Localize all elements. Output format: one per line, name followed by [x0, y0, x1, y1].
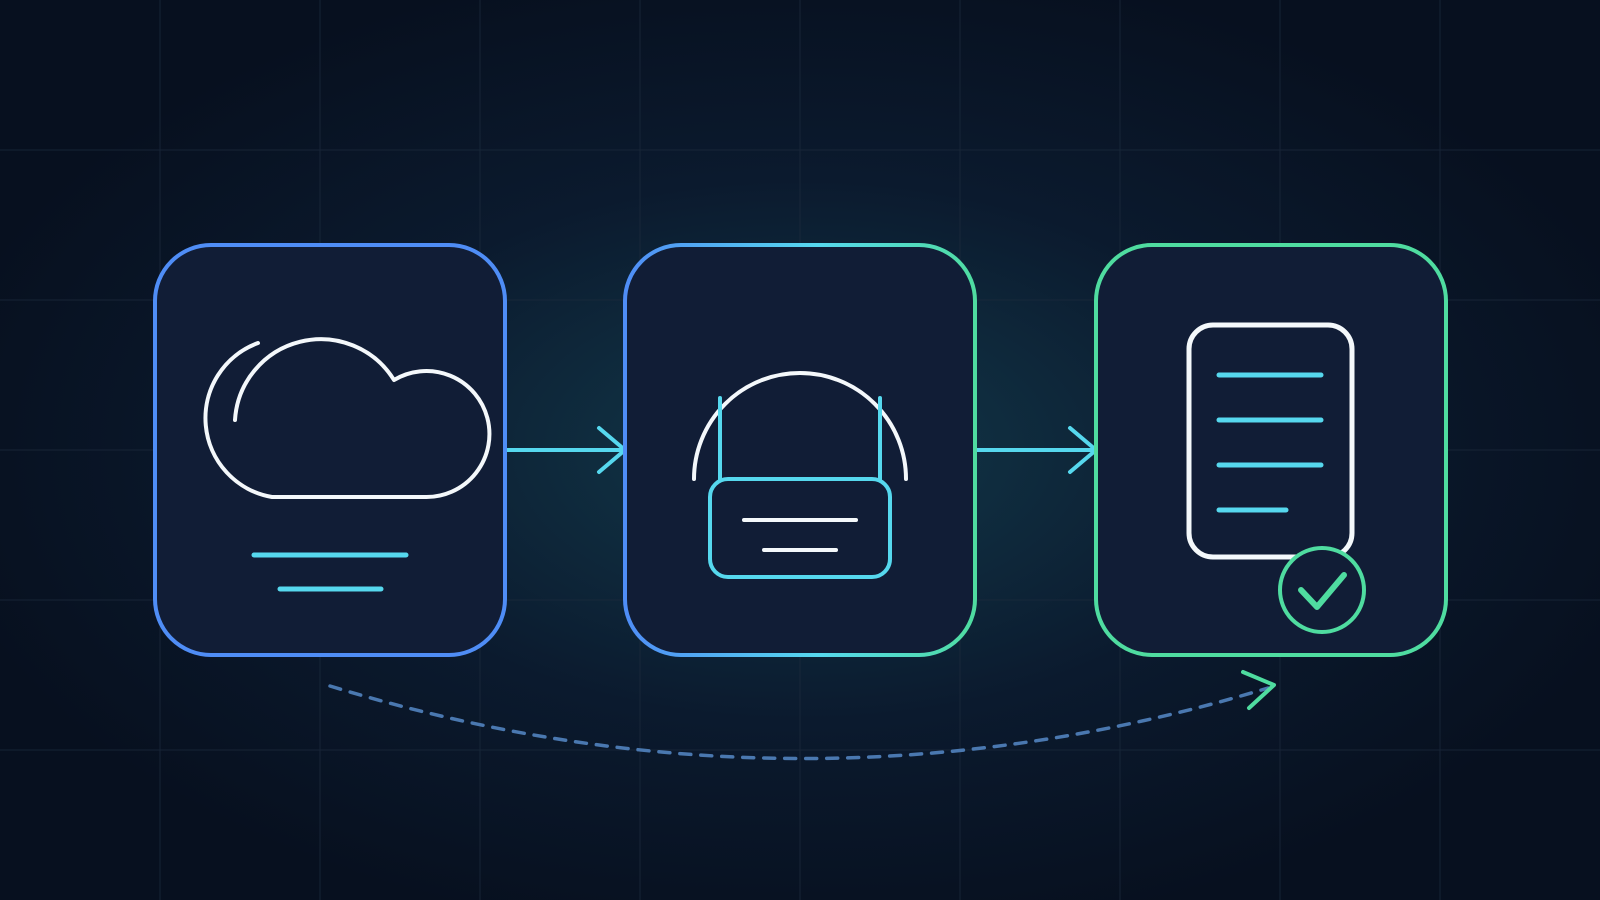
- step-card-document: [1094, 243, 1448, 657]
- step-card-secure: [623, 243, 977, 657]
- connector-cloud-to-document-dashed: [328, 670, 1276, 761]
- document-check-icon: [1186, 322, 1366, 634]
- padlock-icon: [692, 371, 908, 579]
- step-card-cloud: [153, 243, 507, 657]
- checkmark-badge-icon: [1278, 546, 1366, 634]
- cloud-icon: [203, 337, 492, 592]
